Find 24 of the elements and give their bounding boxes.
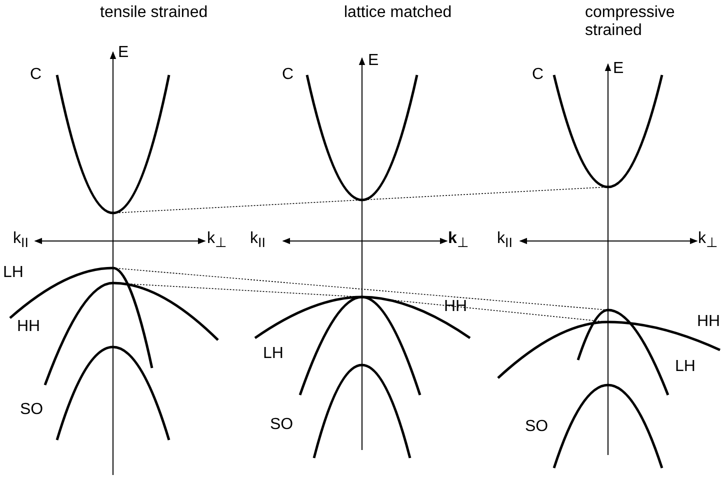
band-label: C [282, 66, 294, 84]
axis-label: k$_{II}$ [13, 230, 28, 252]
band-label: SO [20, 401, 44, 419]
band-label: HH [444, 298, 468, 316]
band-label: LH [675, 358, 696, 376]
band-label: C [30, 66, 42, 84]
axis-label: E [613, 60, 624, 78]
panel-title: lattice matched [344, 4, 453, 22]
axis-label: k$_{⊥}$ [207, 230, 226, 252]
axis-label: E [118, 44, 129, 62]
band-label: LH [263, 345, 284, 363]
axis-label: k$_{⊥}$ [448, 230, 468, 252]
axis-label: k$_{II}$ [250, 230, 266, 252]
band-label: LH [3, 264, 24, 282]
axis-label: E [368, 52, 379, 70]
band-label: SO [270, 416, 294, 434]
band-label: SO [525, 418, 548, 436]
band-label: HH [697, 313, 720, 331]
axis-label: k$_{II}$ [497, 230, 512, 252]
axis-label: k$_{⊥}$ [698, 230, 717, 252]
band-label: HH [17, 318, 40, 336]
panel-title: compressive strained [585, 4, 676, 40]
panel-title: tensile strained [100, 4, 209, 22]
band-label: C [532, 66, 544, 84]
